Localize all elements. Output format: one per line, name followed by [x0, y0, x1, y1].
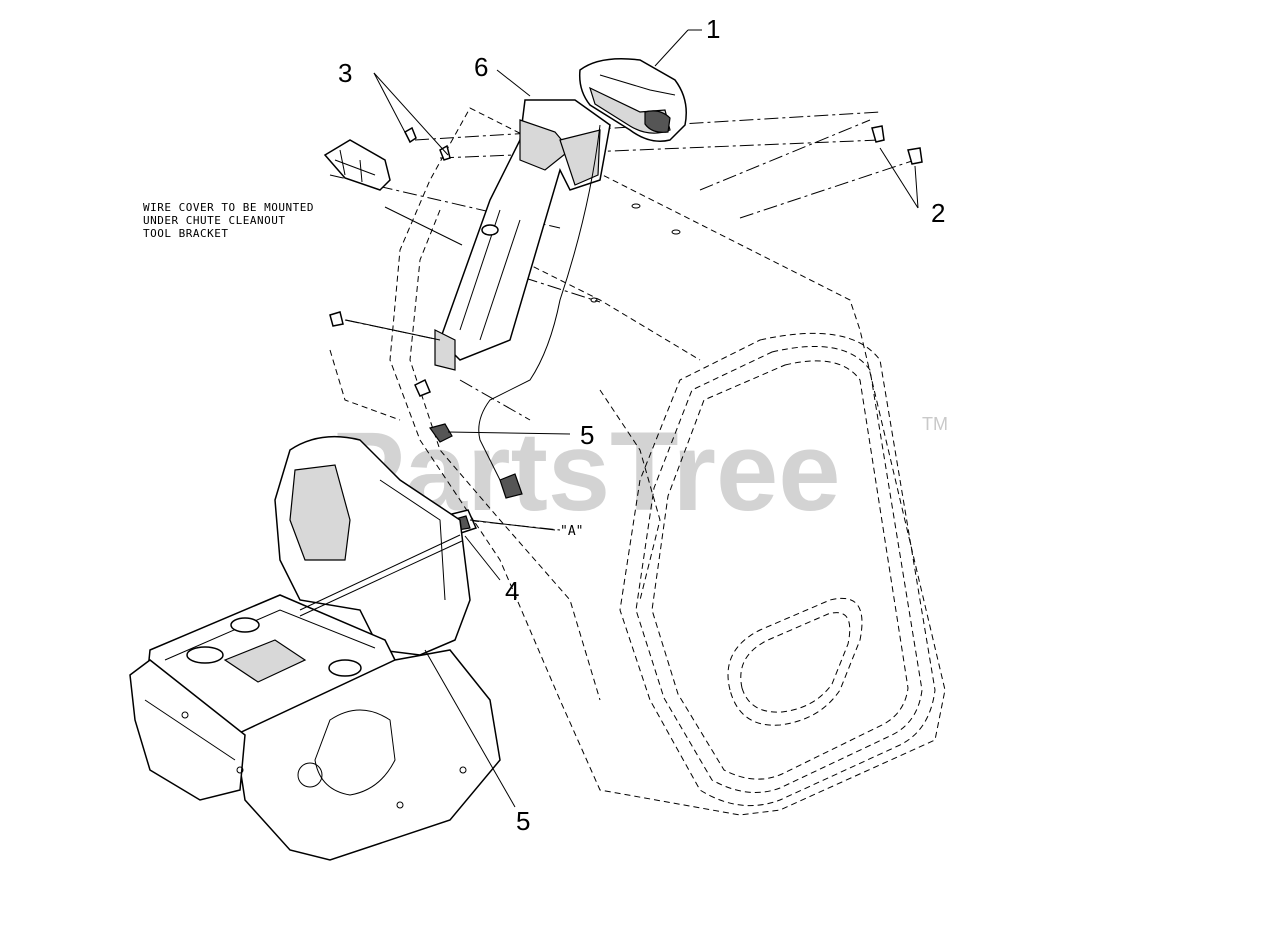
note-line-2: UNDER CHUTE CLEANOUT: [143, 214, 285, 227]
callout-5-lower: 5: [516, 806, 530, 836]
callout-6: 6: [474, 52, 488, 82]
frame-assembly: [129, 435, 501, 861]
mounting-note: WIRE COVER TO BE MOUNTED UNDER CHUTE CLE…: [143, 201, 314, 240]
part-1-control-housing: [578, 58, 687, 142]
note-line-3: TOOL BRACKET: [143, 227, 228, 240]
watermark-trademark: TM: [922, 414, 948, 434]
note-line-1: WIRE COVER TO BE MOUNTED: [143, 201, 314, 214]
callout-5-upper: 5: [580, 420, 594, 450]
callout-1: 1: [706, 14, 720, 44]
callout-2: 2: [931, 198, 945, 228]
part-6-handle: [434, 99, 611, 481]
wire-cover-bracket: [323, 139, 391, 191]
leader-lines: [345, 29, 919, 808]
callout-4: 4: [505, 576, 519, 606]
callout-3: 3: [338, 58, 352, 88]
fasteners: [329, 125, 923, 397]
reference-mark-a: "A": [560, 524, 583, 539]
housing-outline: [329, 107, 946, 816]
